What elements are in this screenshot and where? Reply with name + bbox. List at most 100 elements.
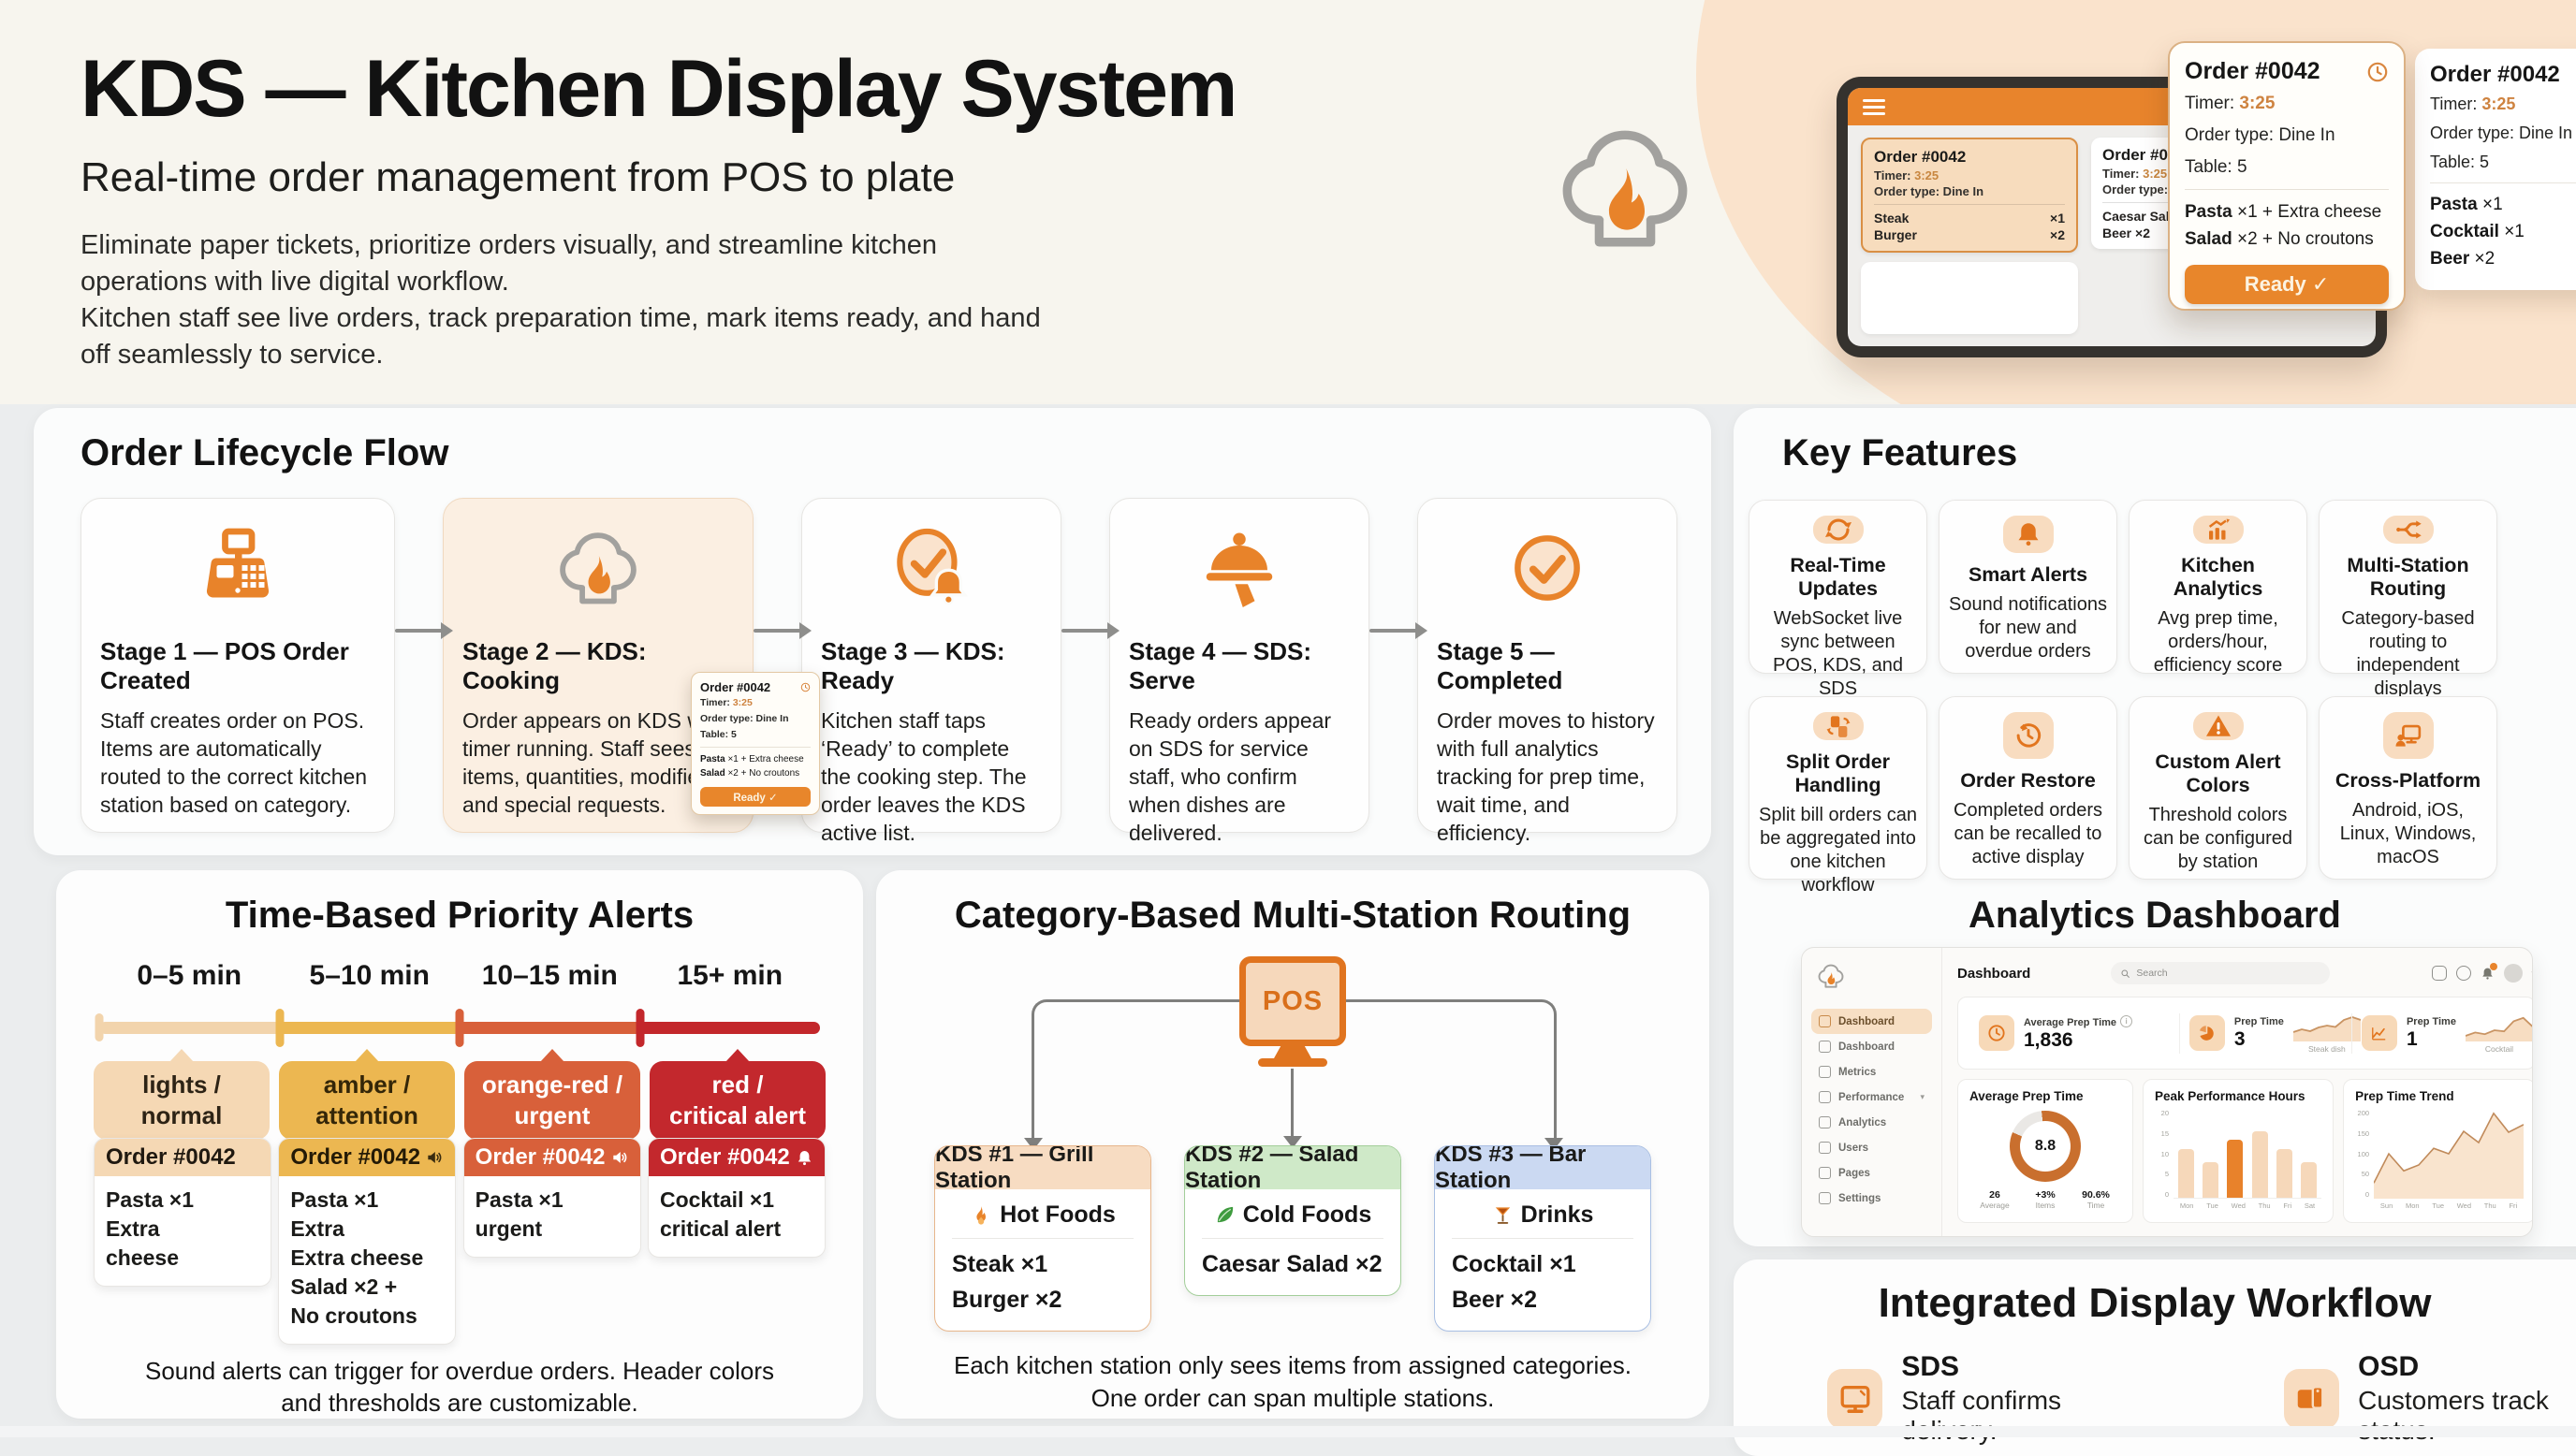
pos-register-icon (193, 523, 283, 613)
order-item: Pasta ×1 + Extra cheese (2185, 202, 2382, 222)
sidebar-item-dashboard2[interactable]: Dashboard (1811, 1034, 1932, 1059)
ready-button[interactable]: Ready ✓ (2185, 265, 2389, 304)
order-summary-card: Order #0042 Timer: 3:25 Order type: Dine… (2415, 49, 2576, 290)
sidebar-item-pages[interactable]: Pages (1811, 1160, 1932, 1186)
order-item: Salad ×2 + No croutons (2185, 229, 2374, 249)
speaker-icon (610, 1148, 629, 1167)
section-title-workflow: Integrated Display Workflow (1878, 1280, 2432, 1326)
cross-platform-icon (2394, 721, 2422, 750)
info-icon: i (2120, 1014, 2133, 1027)
feature-card-colors: Custom Alert Colors Threshold colors can… (2129, 696, 2307, 880)
stage-card-5: Stage 5 — Completed Order moves to histo… (1417, 498, 1677, 845)
range-label: 15+ min (677, 960, 783, 991)
hamburger-menu-icon[interactable] (1863, 95, 1885, 119)
priority-timeline (95, 1009, 820, 1047)
section-title-priority: Time-Based Priority Alerts (225, 895, 695, 936)
chevron-down-icon: ▾ (1920, 1092, 1925, 1101)
ready-button[interactable]: Ready ✓ (700, 787, 811, 807)
sidebar-item-analytics[interactable]: Analytics (1811, 1110, 1932, 1135)
flow-arrow (1061, 622, 1120, 639)
order-item: Cocktail ×1 (2430, 222, 2525, 241)
clock-icon (800, 682, 811, 692)
priority-bubble-normal: lights /normal (94, 1061, 270, 1140)
station-card-grill: KDS #1 — Grill Station Hot Foods Steak ×… (934, 1145, 1151, 1332)
dashboard-sidebar: Dashboard Dashboard Metrics Performance▾… (1802, 948, 1942, 1236)
history-icon[interactable] (2455, 966, 2471, 981)
arrow-down-icon (1283, 1136, 1302, 1148)
flow-arrow (395, 622, 453, 639)
priority-caption: Sound alerts can trigger for overdue ord… (144, 1357, 774, 1417)
priority-alerts-panel: Time-Based Priority Alerts 0–5 min 5–10 … (56, 870, 863, 1419)
notifications-bell-icon[interactable] (2481, 962, 2497, 981)
restore-icon (2014, 721, 2042, 750)
order-item: Pasta ×1 (2430, 195, 2503, 214)
tablet-empty-card (1861, 262, 2078, 334)
order-lifecycle-panel: Order Lifecycle Flow Stage 1 — POS Order… (34, 408, 1711, 855)
routing-caption: Each kitchen station only sees items fro… (953, 1351, 1632, 1412)
stage-card-3: Stage 3 — KDS: Ready Kitchen staff taps … (801, 498, 1061, 845)
feature-card-crossplatform: Cross-Platform Android, iOS, Linux, Wind… (2319, 696, 2497, 880)
flow-arrow (754, 622, 812, 639)
pos-monitor-base (1258, 1058, 1327, 1067)
chef-hat-flame-icon (549, 521, 647, 615)
priority-bubble-urgent: orange-red /urgent (464, 1061, 640, 1140)
range-label: 10–15 min (481, 960, 618, 991)
search-input[interactable]: Search (2111, 962, 2331, 984)
feature-card-realtime: Real-Time Updates WebSocket live sync be… (1749, 500, 1927, 699)
tablet-order-card-selected[interactable]: Order #0042 Timer: 3:25 Order type: Dine… (1861, 138, 2078, 253)
bell-icon (796, 1149, 813, 1167)
chef-hat-flame-icon (1546, 105, 1704, 271)
sidebar-item-metrics[interactable]: Metrics (1811, 1059, 1932, 1085)
sidebar-item-dashboard[interactable]: Dashboard (1811, 1009, 1932, 1034)
sparkline-chart (2293, 1013, 2361, 1041)
feature-card-split: Split Order Handling Split bill orders c… (1749, 696, 1927, 895)
range-label: 5–10 min (309, 960, 430, 991)
clock-icon (1987, 1024, 2006, 1042)
flow-arrow (1369, 622, 1427, 639)
chevron-down-icon[interactable]: ▾ (2532, 968, 2533, 979)
station-card-salad: KDS #2 — Salad Station Cold Foods Caesar… (1184, 1145, 1401, 1296)
section-title-analytics: Analytics Dashboard (1969, 895, 2341, 936)
analytics-dashboard-window: Dashboard Dashboard Metrics Performance▾… (1801, 947, 2533, 1237)
connector-center (1291, 1069, 1294, 1136)
pos-monitor-icon: POS (1239, 956, 1346, 1046)
section-title-routing: Category-Based Multi-Station Routing (954, 895, 1632, 936)
avatar[interactable] (2503, 964, 2523, 983)
wallet-device-icon (2294, 1382, 2328, 1416)
pos-monitor-stand (1274, 1046, 1311, 1058)
pie-chart-icon (2198, 1025, 2216, 1042)
check-circle-icon (1504, 525, 1590, 611)
connector-right (1346, 999, 1557, 1141)
hero-text-block: KDS — Kitchen Display System Real-time o… (80, 43, 1237, 373)
sidebar-item-settings[interactable]: Settings (1811, 1186, 1932, 1211)
apps-icon[interactable] (2431, 966, 2447, 981)
monitor-icon (1838, 1382, 1872, 1416)
page-title: KDS — Kitchen Display System (80, 44, 1237, 134)
feature-card-restore: Order Restore Completed orders can be re… (1939, 696, 2117, 880)
clock-icon (2366, 61, 2389, 83)
order-detail-popup-card: Order #0042 Timer: 3:25 Order type: Dine… (2168, 41, 2406, 311)
peak-bars (2174, 1109, 2322, 1199)
serving-cloche-icon (1194, 523, 1284, 613)
header: KDS — Kitchen Display System Real-time o… (0, 0, 2576, 404)
order-item: Steak×1 (1874, 211, 2065, 226)
sidebar-item-performance[interactable]: Performance▾ (1811, 1085, 1932, 1110)
section-title-lifecycle: Order Lifecycle Flow (80, 432, 449, 473)
refresh-icon (1824, 516, 1852, 544)
sidebar-item-users[interactable]: Users (1811, 1135, 1932, 1160)
dashboard-title: Dashboard (1957, 965, 2031, 982)
order-item: Beer ×2 (2430, 249, 2496, 269)
bar-chart-icon (2204, 516, 2232, 544)
trend-svg (2374, 1109, 2525, 1199)
